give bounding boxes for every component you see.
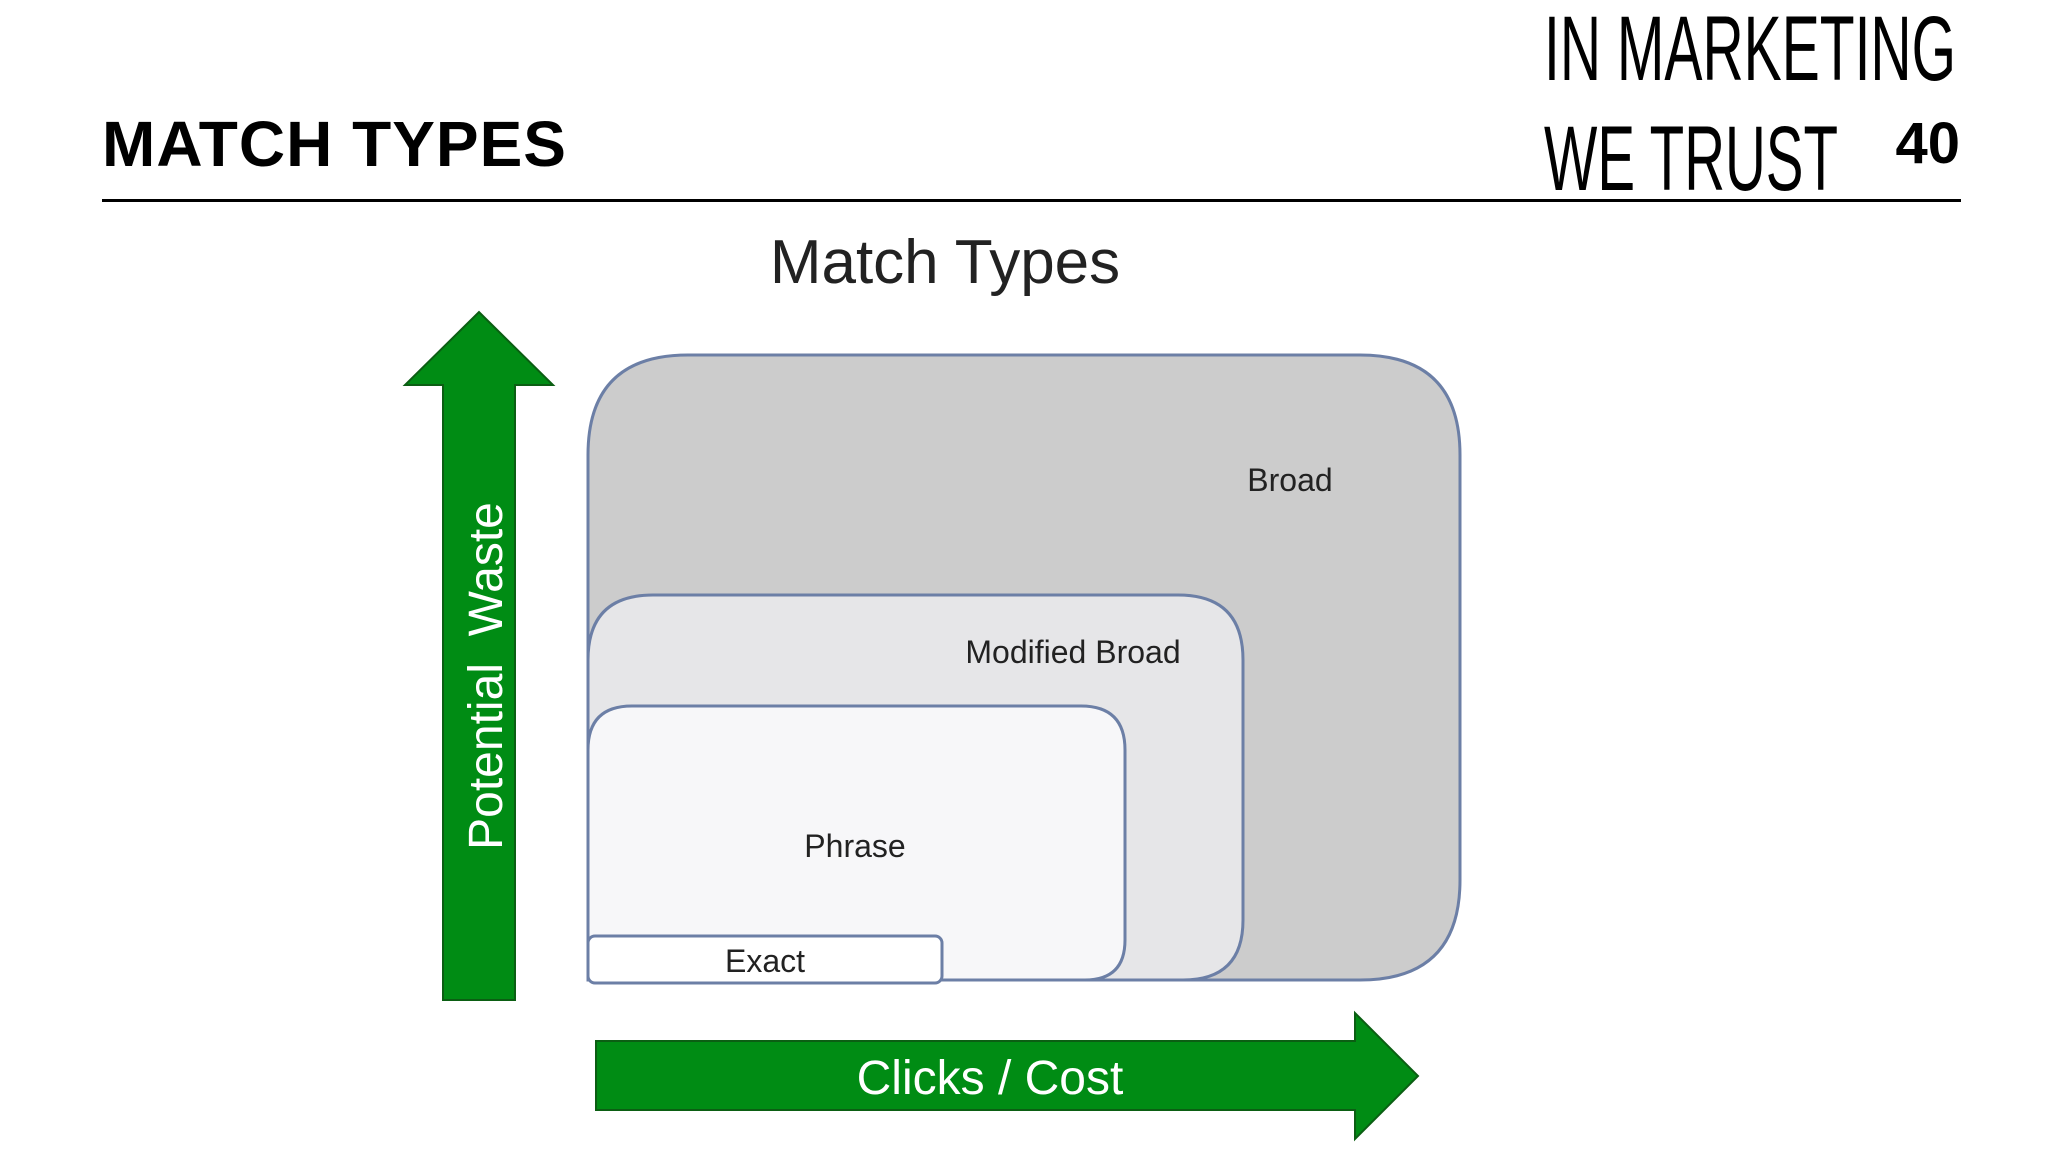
broad-label: Broad	[1247, 462, 1332, 498]
slide-title: MATCH TYPES	[102, 108, 567, 180]
exact-label: Exact	[725, 943, 805, 979]
vertical-axis-label: Potential Waste	[460, 502, 513, 850]
diagram-title: Match Types	[770, 228, 1120, 297]
horizontal-axis-label: Clicks / Cost	[857, 1052, 1124, 1105]
phrase-region	[586, 704, 1127, 982]
horizontal-arrow	[595, 1010, 1420, 1142]
exact-region	[586, 934, 944, 985]
page-number: 40	[1895, 111, 1960, 176]
brand-line-2: WE TRUST	[1544, 108, 1838, 210]
vertical-arrow	[402, 310, 556, 1001]
modified-broad-label: Modified Broad	[965, 634, 1180, 670]
header-divider	[102, 199, 1961, 202]
phrase-label: Phrase	[804, 828, 905, 864]
brand-logo: IN MARKETING WE TRUST	[1544, 0, 1956, 210]
brand-line-1: IN MARKETING	[1544, 0, 1956, 100]
